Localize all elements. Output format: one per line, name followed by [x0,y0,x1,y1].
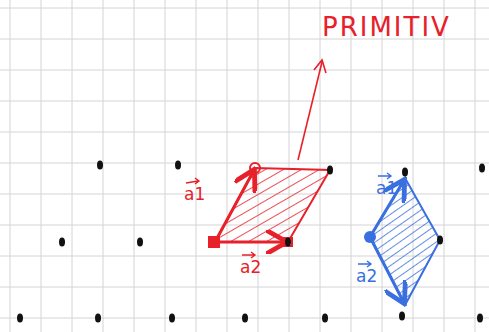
grid-line [134,0,135,332]
grid-line [444,0,445,332]
vector-label: a1 [184,186,205,203]
vector-label: a2 [240,259,261,276]
lattice-point [95,314,101,323]
grid-line [41,0,42,332]
grid-line [289,0,290,332]
lattice-point [437,236,443,245]
lattice-point [97,161,103,170]
grid-line [0,8,489,9]
lattice-point [17,314,23,323]
lattice-point [402,168,408,177]
grid-line [10,0,11,332]
lattice-point [479,164,485,173]
grid-line [475,0,476,332]
lattice-point [399,312,405,321]
lattice-point [285,238,291,247]
grid-line [382,0,383,332]
lattice-point [242,314,248,323]
lattice-point [477,314,483,323]
vector-label: a1 [376,180,397,197]
lattice-point [169,314,175,323]
grid-line [227,0,228,332]
grid-line [351,0,352,332]
grid-line [320,0,321,332]
lattice-point [137,238,143,247]
lattice-point [322,314,328,323]
grid-line [0,101,489,102]
lattice-point [175,161,181,170]
grid-line [0,70,489,71]
grid-line [258,0,259,332]
grid-line [0,163,489,164]
grid-line [0,132,489,133]
lattice-point [327,166,333,175]
grid-line [196,0,197,332]
lattice-point [59,238,65,247]
vector-label: a2 [356,268,377,285]
callout-title: PRIMITIV [322,14,451,40]
grid-line [165,0,166,332]
grid-line [72,0,73,332]
